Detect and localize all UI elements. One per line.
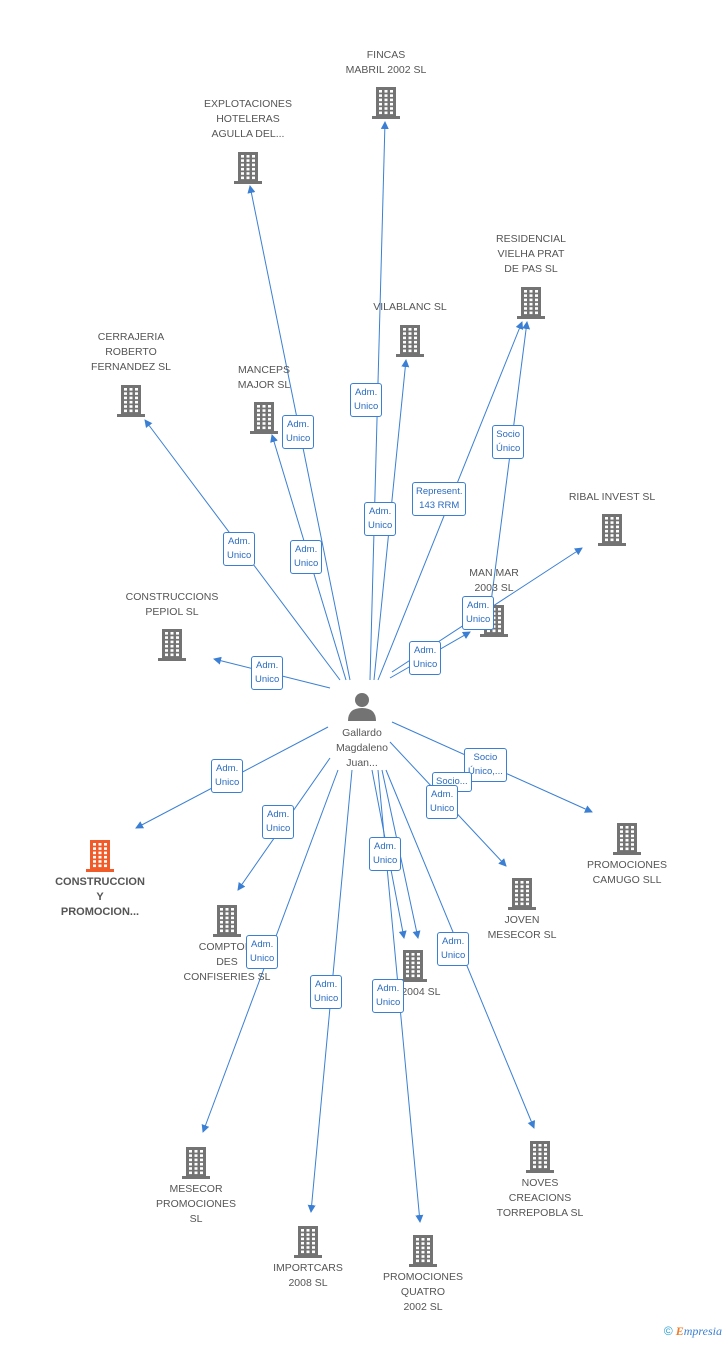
company-node-pepiol[interactable]: CONSTRUCCIONS PEPIOL SL [107, 590, 237, 663]
company-node-comptoir[interactable]: COMPTOIR DES CONFISERIES SL [162, 903, 292, 985]
company-label: IMPORTCARS 2008 SL [273, 1262, 343, 1289]
relation-badge-residencial[interactable]: Socio Único [492, 425, 525, 459]
relation-badge-fincas[interactable]: Adm. Unico [350, 383, 383, 417]
company-node-manceps[interactable]: MANCEPS MAJOR SL [199, 363, 329, 436]
building-icon [526, 1141, 554, 1173]
relation-badge-cerrajeria[interactable]: Adm. Unico [223, 532, 256, 566]
company-label: NOVES CREACIONS TORREPOBLA SL [496, 1177, 584, 1219]
company-node-mesecor[interactable]: MESECOR PROMOCIONES SL [131, 1145, 261, 1227]
company-node-fincas[interactable]: FINCAS MABRIL 2002 SL [321, 48, 451, 121]
company-node-residencial[interactable]: RESIDENCIAL VIELHA PRAT DE PAS SL [466, 232, 596, 321]
building-icon [409, 1235, 437, 1267]
footer-brand[interactable]: © Empresia [664, 1324, 722, 1339]
company-label: MESECOR PROMOCIONES SL [156, 1183, 236, 1225]
building-icon [158, 629, 186, 661]
company-node-explotaciones[interactable]: EXPLOTACIONES HOTELERAS AGULLA DEL... [183, 97, 313, 186]
company-node-construccion[interactable]: CONSTRUCCION Y PROMOCION... [35, 838, 165, 920]
building-icon [234, 152, 262, 184]
relation-badge-manmar[interactable]: Adm. Unico [409, 641, 442, 675]
company-label: CERRAJERIA ROBERTO FERNANDEZ SL [91, 331, 171, 373]
building-icon [213, 905, 241, 937]
company-node-ribal[interactable]: RIBAL INVEST SL [547, 490, 677, 548]
building-icon [250, 402, 278, 434]
building-icon [396, 325, 424, 357]
company-label: EXPLOTACIONES HOTELERAS AGULLA DEL... [204, 98, 292, 140]
company-node-noves[interactable]: NOVES CREACIONS TORREPOBLA SL [475, 1139, 605, 1221]
relation-edge-residencial [488, 321, 531, 619]
company-label: CONSTRUCCION Y PROMOCION... [55, 876, 145, 918]
building-icon [117, 385, 145, 417]
company-node-joven[interactable]: JOVEN MESECOR SL [457, 876, 587, 943]
person-node[interactable]: Gallardo Magdaleno Juan... [322, 691, 402, 771]
company-node-importcars[interactable]: IMPORTCARS 2008 SL [243, 1224, 373, 1291]
building-icon [508, 878, 536, 910]
brand-name: mpresia [683, 1324, 722, 1338]
building-icon [598, 514, 626, 546]
company-label: COMPTOIR DES CONFISERIES SL [183, 941, 271, 983]
building-icon [86, 840, 114, 872]
building-icon [613, 823, 641, 855]
building-icon [399, 950, 427, 982]
building-icon [517, 287, 545, 319]
company-label: CONSTRUCCIONS PEPIOL SL [125, 591, 219, 618]
company-label: MAN MAR 2003 SL [469, 567, 519, 594]
relation-badge-importcars[interactable]: Adm. Unico [310, 975, 343, 1009]
relation-badge-mesecor[interactable]: Adm. Unico [246, 935, 279, 969]
company-label: FINCAS MABRIL 2002 SL [345, 49, 427, 76]
company-label: PROMOCIONES CAMUGO SLL [587, 859, 667, 886]
company-label: RESIDENCIAL VIELHA PRAT DE PAS SL [495, 233, 567, 275]
relation-badge-e2004[interactable]: Adm. Unico [369, 837, 402, 871]
company-label: VILABLANC SL [373, 301, 447, 313]
building-icon [182, 1147, 210, 1179]
company-node-cerrajeria[interactable]: CERRAJERIA ROBERTO FERNANDEZ SL [66, 330, 196, 419]
relation-badge-ribal[interactable]: Adm. Unico [462, 596, 495, 630]
company-label: PROMOCIONES QUATRO 2002 SL [383, 1271, 463, 1313]
relation-badge-comptoir[interactable]: Adm. Unico [262, 805, 295, 839]
relation-badge-construccion[interactable]: Adm. Unico [211, 759, 244, 793]
relation-badge-vilablanc[interactable]: Adm. Unico [364, 502, 397, 536]
relation-badge-noves[interactable]: Adm. Unico [437, 932, 470, 966]
company-node-camugo[interactable]: PROMOCIONES CAMUGO SLL [562, 821, 692, 888]
brand-initial: E [675, 1324, 684, 1338]
company-label: RIBAL INVEST SL [568, 491, 656, 503]
relation-badge-manceps[interactable]: Adm. Unico [290, 540, 323, 574]
company-label: JOVEN MESECOR SL [487, 914, 557, 941]
company-node-vilablanc[interactable]: VILABLANC SL [345, 300, 475, 359]
company-node-quatro[interactable]: PROMOCIONES QUATRO 2002 SL [358, 1233, 488, 1315]
relation-badge-residencial[interactable]: Represent. 143 RRM [412, 482, 467, 516]
person-icon [348, 693, 376, 721]
company-label: E...2004 SL [385, 986, 441, 998]
relation-badge-quatro[interactable]: Adm. Unico [372, 979, 405, 1013]
copyright-icon: © [663, 1324, 673, 1338]
building-icon [294, 1226, 322, 1258]
company-label: MANCEPS MAJOR SL [237, 364, 291, 391]
relation-badge-e2004[interactable]: Adm. Unico [426, 785, 459, 819]
relation-badge-explotaciones[interactable]: Adm. Unico [282, 415, 315, 449]
person-label: Gallardo Magdaleno Juan... [336, 727, 388, 769]
building-icon [372, 87, 400, 119]
relation-badge-pepiol[interactable]: Adm. Unico [251, 656, 284, 690]
